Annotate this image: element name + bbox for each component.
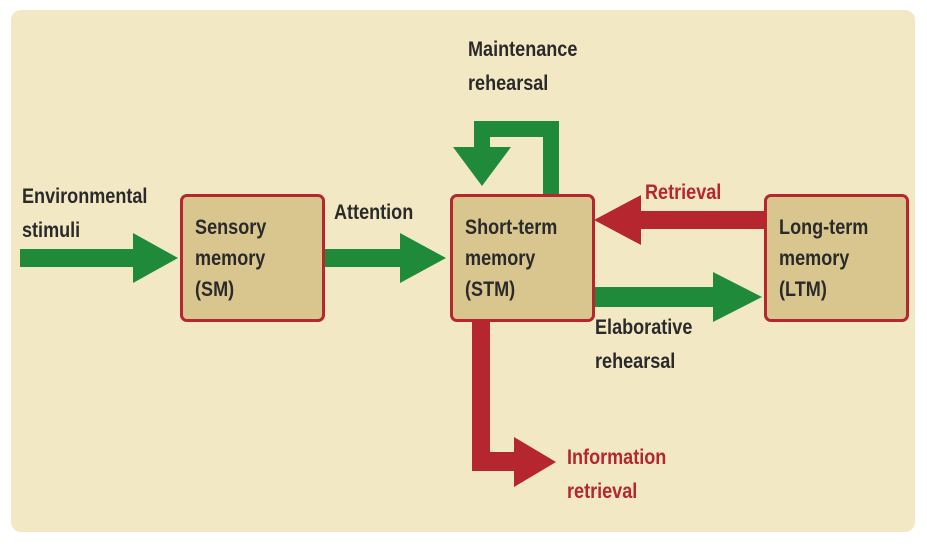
short-term-memory-box: Short-term memory (STM) (450, 194, 595, 322)
attention-label: Attention (334, 201, 414, 224)
long-term-memory-box: Long-term memory (LTM) (764, 194, 909, 322)
attention-arrow (324, 233, 446, 283)
sensory-memory-box: Sensory memory (SM) (180, 194, 325, 322)
long-term-memory-label: Long-term memory (LTM) (779, 215, 869, 301)
retrieval-label: Retrieval (645, 181, 722, 204)
information-retrieval-arrow (472, 322, 556, 487)
maintenance-rehearsal-label: Maintenance rehearsal (468, 38, 578, 95)
maintenance-rehearsal-loop-arrow (453, 121, 559, 194)
elaborative-rehearsal-arrow (594, 272, 762, 322)
retrieval-arrow (594, 195, 765, 245)
sensory-memory-label: Sensory memory (SM) (195, 215, 267, 301)
information-retrieval-label: Information retrieval (567, 446, 667, 503)
stimuli-to-sensory-arrow (20, 233, 178, 283)
short-term-memory-label: Short-term memory (STM) (465, 215, 558, 301)
elaborative-rehearsal-label: Elaborative rehearsal (595, 316, 693, 373)
environmental-stimuli-label: Environmental stimuli (22, 185, 148, 242)
